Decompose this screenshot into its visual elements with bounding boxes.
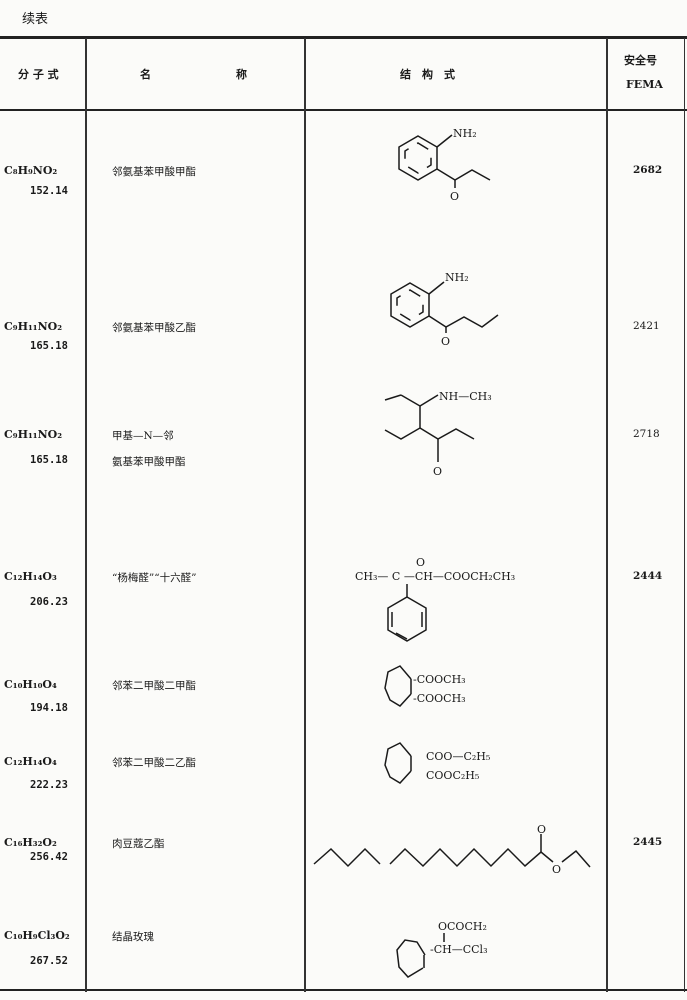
header-formula: 分 子 式 <box>18 68 59 81</box>
molecular-formula: C₁₂H₁₄O₃ <box>4 570 57 583</box>
svg-text:O: O <box>537 823 546 836</box>
svg-text:-CH—CCl₃: -CH—CCl₃ <box>430 943 488 956</box>
header-name: 名 <box>140 68 151 81</box>
compound-name: “杨梅醛”“十六醛” <box>112 572 197 584</box>
svg-text:OCOCH₂: OCOCH₂ <box>438 920 487 933</box>
svg-text:O: O <box>441 335 450 348</box>
fema-number: 2718 <box>633 428 660 440</box>
structure-methyl-anthranilate: NH₂ O <box>398 127 491 203</box>
compound-name: 邻氨基苯甲酸甲酯 <box>112 166 196 178</box>
compound-name-continued: 氨基苯甲酸甲酯 <box>112 456 186 468</box>
svg-text:O: O <box>416 556 425 569</box>
svg-text:-COOCH₃: -COOCH₃ <box>413 692 466 705</box>
compound-name: 邻氨基苯甲酸乙酯 <box>112 322 196 334</box>
compound-name: 肉豆蔻乙酯 <box>112 838 165 850</box>
structure-methyl-n-methylanthranilate: NH—CH₃ O <box>384 390 492 478</box>
molecular-formula: C₁₆H₃₂O₂ <box>4 836 57 849</box>
molecular-weight: 206.23 <box>30 596 68 608</box>
molecular-formula: C₉H₁₁NO₂ <box>4 320 63 333</box>
svg-text:NH₂: NH₂ <box>453 127 477 140</box>
compound-name: 甲基—N—邻 <box>112 430 174 442</box>
compound-name: 邻苯二甲酸二乙酯 <box>112 757 196 769</box>
svg-text:CH₃— C —CH—COOCH₂CH₃: CH₃— C —CH—COOCH₂CH₃ <box>355 570 515 583</box>
molecular-formula: C₁₂H₁₄O₄ <box>4 755 57 768</box>
header-rule <box>0 109 687 111</box>
svg-text:O: O <box>450 190 459 203</box>
molecular-weight: 165.18 <box>30 454 68 466</box>
molecular-weight: 222.23 <box>30 779 68 791</box>
structure-dimethyl-phthalate: -COOCH₃ -COOCH₃ <box>384 665 466 707</box>
header-name: 称 <box>236 68 247 81</box>
molecular-formula: C₁₀H₁₀O₄ <box>4 678 57 691</box>
compound-name: 邻苯二甲酸二甲酯 <box>112 680 196 692</box>
svg-text:COOC₂H₅: COOC₂H₅ <box>426 769 479 782</box>
column-divider <box>85 38 87 992</box>
svg-text:O: O <box>433 465 442 478</box>
structure-aldehyde-c16: CH₃— C —CH—COOCH₂CH₃ O <box>355 556 515 642</box>
molecular-weight: 165.18 <box>30 340 68 352</box>
svg-text:NH—CH₃: NH—CH₃ <box>439 390 492 403</box>
structure-ethyl-anthranilate: NH₂ O <box>390 271 499 348</box>
molecular-formula: C₉H₁₁NO₂ <box>4 428 63 441</box>
molecular-formula: C₈H₉NO₂ <box>4 164 58 177</box>
structure-diethyl-phthalate: COO—C₂H₅ COOC₂H₅ <box>384 742 490 784</box>
molecular-formula: C₁₀H₉Cl₃O₂ <box>4 929 70 942</box>
fema-number: 2421 <box>633 320 660 332</box>
caption: 续表 <box>22 12 49 27</box>
structure-rose-crystals: OCOCH₂ -CH—CCl₃ <box>396 920 488 978</box>
column-divider <box>684 38 685 992</box>
compound-name: 结晶玫瑰 <box>112 931 154 943</box>
fema-number: 2445 <box>633 836 663 848</box>
fema-number: 2682 <box>633 164 663 176</box>
header-fema: 安全号 <box>624 54 657 67</box>
column-divider <box>304 38 306 992</box>
svg-text:NH₂: NH₂ <box>445 271 469 284</box>
molecular-weight: 256.42 <box>30 851 68 863</box>
header-fema: FEMA <box>626 78 663 91</box>
header-structure: 结 构 式 <box>400 68 455 81</box>
molecular-weight: 152.14 <box>30 185 68 197</box>
table-top-rule <box>0 36 687 39</box>
svg-text:O: O <box>552 863 561 876</box>
molecular-weight: 267.52 <box>30 955 68 967</box>
molecular-weight: 194.18 <box>30 702 68 714</box>
column-divider <box>606 38 608 992</box>
fema-number: 2444 <box>633 570 663 582</box>
svg-text:COO—C₂H₅: COO—C₂H₅ <box>426 750 490 763</box>
structure-ethyl-myristate: O O <box>313 823 591 876</box>
svg-text:-COOCH₃: -COOCH₃ <box>413 673 466 686</box>
table-bottom-rule <box>0 989 687 991</box>
